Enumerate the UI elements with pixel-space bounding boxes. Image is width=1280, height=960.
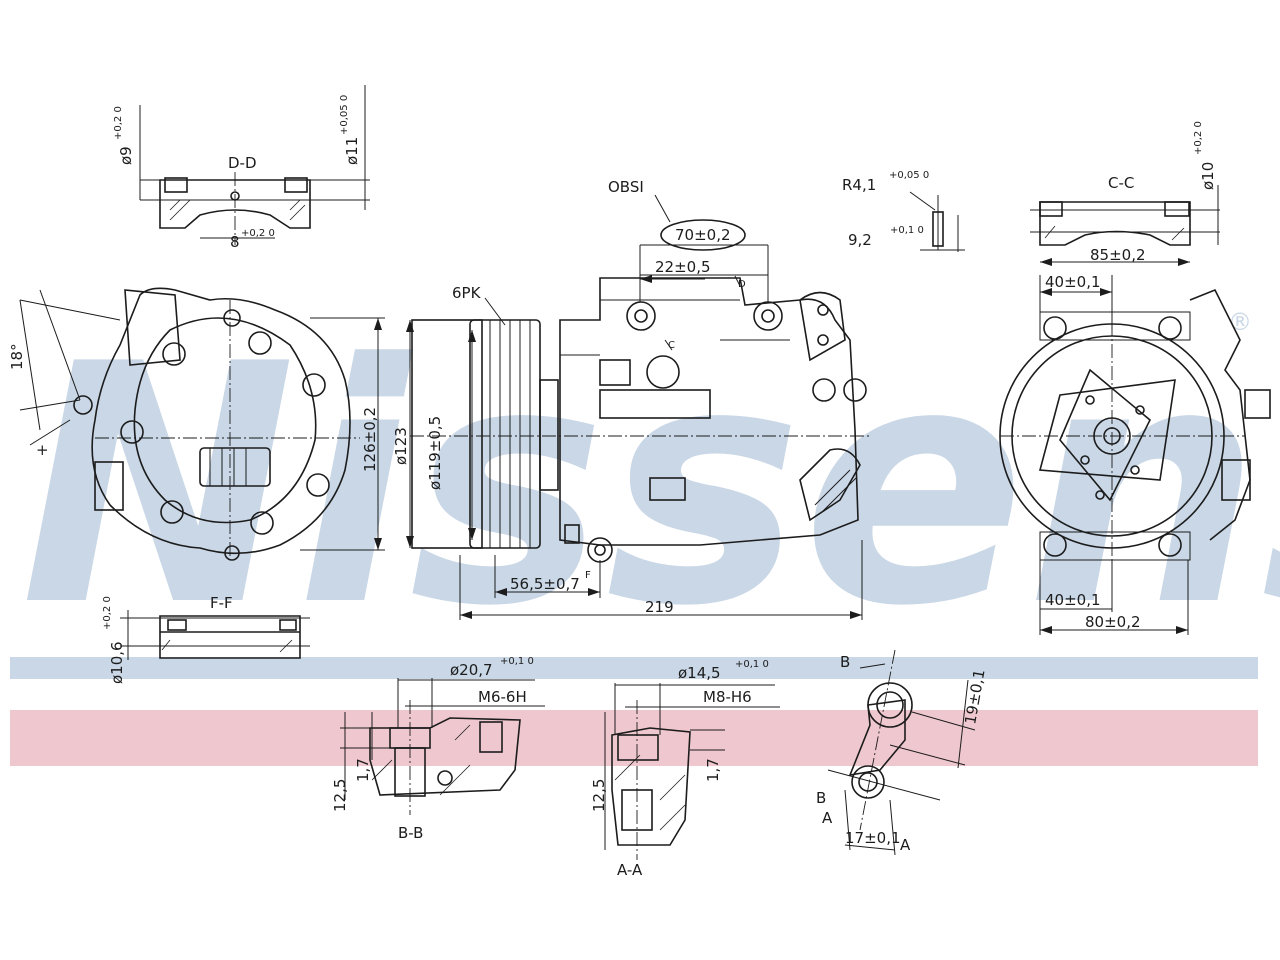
dim-40-top: 40±0,1 xyxy=(1045,273,1101,291)
section-aa-label: A-A xyxy=(617,861,643,879)
rear-view xyxy=(19,287,385,561)
dia-119: ø119±0,5 xyxy=(426,416,444,490)
registered-mark: ® xyxy=(1228,308,1252,336)
obsi-label: OBSI xyxy=(608,178,644,196)
section-cc-label: C-C xyxy=(1108,174,1134,192)
dim-22: 22±0,5 xyxy=(655,258,711,276)
port-detail xyxy=(827,649,976,856)
height-126-dim: 126±0,2 xyxy=(361,407,379,472)
mark-f: F xyxy=(585,570,591,581)
dim-85: 85±0,2 xyxy=(1090,246,1146,264)
mark-b-low: B xyxy=(816,789,826,807)
dim-565: 56,5±0,7 xyxy=(510,575,580,593)
pink-band xyxy=(10,710,1258,766)
section-ff-label: F-F xyxy=(210,594,233,612)
dd-width-tol: +0,2 0 xyxy=(241,228,275,239)
aa-thread: M8-H6 xyxy=(703,688,752,706)
dia-123: ø123 xyxy=(392,427,410,465)
ff-dia-tol: +0,2 0 xyxy=(102,596,113,630)
mark-b-top: B xyxy=(840,653,850,671)
mark-a-right: A xyxy=(900,836,911,854)
r41-tol: +0,05 0 xyxy=(889,170,929,181)
section-cc-view xyxy=(1030,185,1220,266)
front-view xyxy=(999,275,1271,635)
section-dd-label: D-D xyxy=(228,154,257,172)
section-bb-view xyxy=(340,678,545,815)
r41-detail xyxy=(909,191,965,252)
dim-70: 70±0,2 xyxy=(675,226,731,244)
plus-sign: + xyxy=(36,441,49,459)
dd-dia2-tol: +0,05 0 xyxy=(339,95,350,135)
dim-80: 80±0,2 xyxy=(1085,613,1141,631)
bb-dia: ø20,7 xyxy=(450,661,493,679)
bb-17: 1,7 xyxy=(354,758,372,782)
r41-dim: R4,1 xyxy=(842,176,876,194)
dim-92: 9,2 xyxy=(848,231,872,249)
section-ff-view xyxy=(120,610,310,660)
dim-92-tol: +0,1 0 xyxy=(890,225,924,236)
section-dd-view xyxy=(139,85,370,245)
dd-dia-dim: ø9 xyxy=(117,146,135,165)
aa-125: 12,5 xyxy=(590,779,608,812)
cc-dia: ø10 xyxy=(1199,162,1217,190)
dd-dia-tol: +0,2 0 xyxy=(113,106,124,140)
mark-c: C xyxy=(668,340,675,351)
section-bb-label: B-B xyxy=(398,824,423,842)
dd-dia2-dim: ø11 xyxy=(343,137,361,165)
bb-125: 12,5 xyxy=(331,779,349,812)
dim-219: 219 xyxy=(645,598,674,616)
dim-40-bottom: 40±0,1 xyxy=(1045,591,1101,609)
blue-band xyxy=(10,657,1258,679)
mark-d: D xyxy=(738,279,746,290)
mark-a-left: A xyxy=(822,809,833,827)
angle-dim: 18° xyxy=(8,343,26,370)
section-aa-view xyxy=(604,683,780,860)
bb-dia-tol: +0,1 0 xyxy=(500,656,534,667)
six-pk-label: 6PK xyxy=(452,284,482,302)
bb-thread: M6-6H xyxy=(478,688,527,706)
dd-width-dim: 8 xyxy=(230,233,240,251)
side-view xyxy=(406,194,870,620)
aa-17: 1,7 xyxy=(704,758,722,782)
aa-dia: ø14,5 xyxy=(678,664,721,682)
cc-dia-tol: +0,2 0 xyxy=(1193,121,1204,155)
dim-17: 17±0,1 xyxy=(845,829,901,847)
aa-dia-tol: +0,1 0 xyxy=(735,659,769,670)
ff-dia-dim: ø10,6 xyxy=(108,641,126,684)
